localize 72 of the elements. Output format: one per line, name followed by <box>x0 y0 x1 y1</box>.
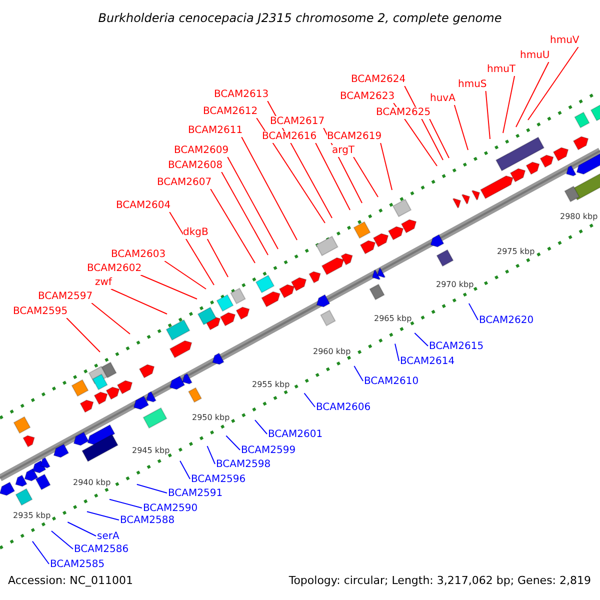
gene-label: BCAM2612 <box>203 106 258 118</box>
leader-line <box>354 365 364 382</box>
leader-line <box>256 118 326 224</box>
leader-line <box>485 90 490 140</box>
leader-line <box>454 104 468 150</box>
leader-line <box>394 343 400 362</box>
leader-line <box>206 446 216 464</box>
leader-line <box>108 498 142 508</box>
gene-label: BCAM2611 <box>188 125 243 137</box>
leader-line <box>210 188 256 264</box>
leader-line <box>136 484 168 494</box>
gene-label: dkgB <box>183 227 208 239</box>
gene-label: huvA <box>430 93 456 105</box>
leader-line <box>86 511 120 520</box>
leader-line <box>304 392 316 408</box>
gene-label: BCAM2609 <box>174 145 229 157</box>
leader-line <box>315 142 350 210</box>
leader-line <box>241 136 298 240</box>
gene-label: BCAM2608 <box>168 160 223 172</box>
gene-label: BCAM2604 <box>116 200 171 212</box>
leader-line <box>502 76 516 134</box>
leader-line <box>206 238 228 278</box>
leader-line <box>414 332 428 346</box>
scale-label: 2950 kbp <box>192 413 230 422</box>
gene-label: BCAM2603 <box>111 249 166 261</box>
leader-line <box>110 288 168 314</box>
accession-note: Accession: NC_011001 <box>8 575 134 587</box>
gene-label: BCAM2613 <box>214 89 269 101</box>
leader-line <box>91 302 130 334</box>
leader-line <box>353 156 378 198</box>
leader-line <box>32 540 50 564</box>
scale-label: 2960 kbp <box>313 347 351 356</box>
leader-line <box>169 212 214 286</box>
scale-label: 2955 kbp <box>252 380 290 390</box>
scale-label: 2940 kbp <box>73 478 111 487</box>
gene-label: BCAM2597 <box>38 291 93 303</box>
leader-line <box>516 62 550 128</box>
scale-label: 2970 kbp <box>436 280 474 290</box>
gene-label: BCAM2607 <box>157 177 212 189</box>
gene-label: BCAM2625 <box>376 107 431 119</box>
leader-line <box>140 274 198 300</box>
leader-line <box>227 156 278 250</box>
gene-label: BCAM2616 <box>262 131 317 143</box>
gene-label: hmuV <box>550 35 580 47</box>
leader-line <box>50 530 74 550</box>
gene-label: BCAM2619 <box>327 131 382 143</box>
leader-line <box>221 172 268 256</box>
leader-line <box>468 302 478 320</box>
leader-line <box>226 435 240 450</box>
gene-label: argT <box>332 145 355 157</box>
scale-label: 2945 kbp <box>132 446 170 455</box>
leader-line <box>528 46 579 120</box>
gene-label: BCAM2617 <box>270 116 325 128</box>
scale-label: 2965 kbp <box>374 314 412 323</box>
gene-label: BCAM2602 <box>87 263 142 275</box>
leader-line <box>66 318 100 352</box>
gene-label: zwf <box>95 277 112 289</box>
genome-summary: Topology: circular; Length: 3,217,062 bp; Genes: 2,819 <box>288 575 591 587</box>
scale-label: 2975 kbp <box>497 246 535 256</box>
leader-line <box>164 260 206 290</box>
leader-line <box>67 522 96 536</box>
gene-label: BCAM2624 <box>351 74 406 86</box>
scale-label: 2935 kbp <box>13 510 51 520</box>
leader-line <box>254 420 268 434</box>
scale-label: 2980 kbp <box>560 212 598 222</box>
gene-label: BCAM2623 <box>340 91 395 103</box>
gene-label: BCAM2595 <box>13 306 68 318</box>
leader-line <box>380 142 392 190</box>
leader-line <box>429 118 450 158</box>
gene-label: hmuU <box>520 50 550 62</box>
leader-line <box>180 460 190 480</box>
gene-label: hmuT <box>487 64 516 76</box>
